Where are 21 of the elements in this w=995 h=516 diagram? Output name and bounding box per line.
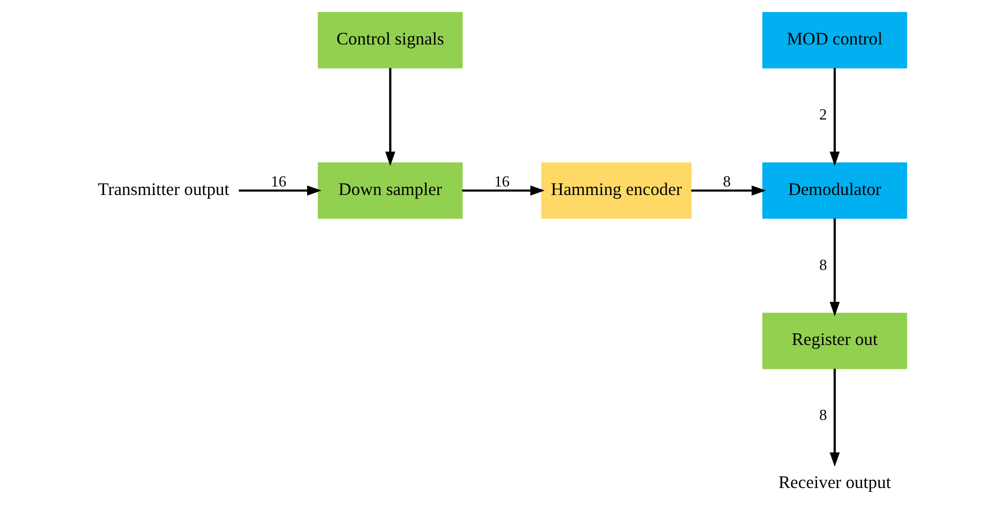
arrow: [830, 68, 840, 166]
arrow: [830, 368, 840, 467]
node-box: Down sampler: [318, 162, 463, 219]
edge-label: 16: [270, 173, 286, 190]
node-box: Control signals: [318, 12, 463, 68]
arrow: [238, 186, 322, 196]
node-box: MOD control: [762, 12, 908, 68]
node-box: Demodulator: [762, 162, 908, 219]
edge-label: 8: [819, 407, 827, 424]
arrow: [385, 68, 396, 166]
edge-label: 2: [819, 106, 827, 124]
node-box: Hamming encoder: [541, 162, 692, 219]
arrow: [462, 186, 545, 196]
edge-label: 8: [723, 173, 731, 190]
node-text: Transmitter output: [98, 178, 230, 199]
edge-label: 16: [494, 173, 510, 190]
arrow: [691, 186, 766, 196]
node-box: Register out: [762, 312, 908, 370]
arrow: [830, 218, 840, 316]
node-text: Receiver output: [778, 472, 891, 492]
edge-label: 8: [819, 256, 827, 274]
